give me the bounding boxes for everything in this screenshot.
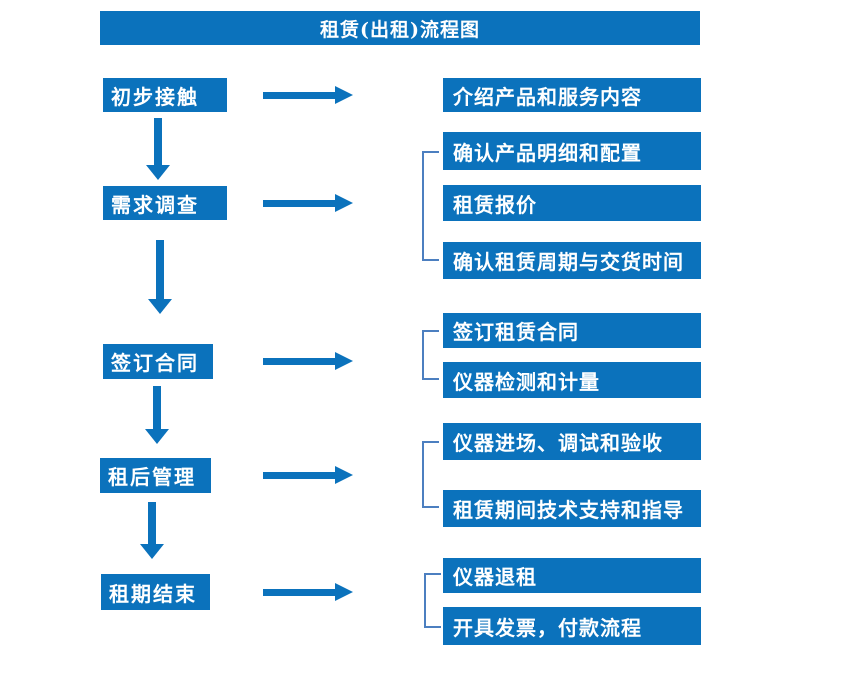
detail-box-instrument-entry-acceptance: 仪器进场、调试和验收 <box>443 423 701 460</box>
group-bracket-demand-survey <box>422 151 439 261</box>
down-arrow-head-icon <box>146 165 170 180</box>
detail-box-introduce-products: 介绍产品和服务内容 <box>443 78 701 112</box>
detail-box-invoice-payment: 开具发票，付款流程 <box>443 607 701 645</box>
right-arrow-head-icon <box>335 86 353 104</box>
right-arrow-shaft <box>263 357 335 365</box>
down-arrow-shaft <box>156 240 164 299</box>
step-box-sign-contract: 签订合同 <box>103 344 213 379</box>
down-arrow-head-icon <box>140 544 164 559</box>
detail-box-instrument-return: 仪器退租 <box>443 558 701 593</box>
right-arrow-head-icon <box>335 583 353 601</box>
group-bracket-sign-contract <box>422 330 439 380</box>
right-arrow-head-icon <box>335 194 353 212</box>
detail-box-technical-support: 租赁期间技术支持和指导 <box>443 490 701 527</box>
right-arrow-3 <box>263 352 353 370</box>
detail-box-confirm-period-delivery: 确认租赁周期与交货时间 <box>443 242 701 279</box>
down-arrow-shaft <box>153 386 161 429</box>
detail-box-rental-quote: 租赁报价 <box>443 185 701 221</box>
right-arrow-shaft <box>263 199 335 207</box>
right-arrow-5 <box>263 583 353 601</box>
down-arrow-3 <box>145 386 169 444</box>
right-arrow-head-icon <box>335 352 353 370</box>
right-arrow-2 <box>263 194 353 212</box>
step-box-demand-survey: 需求调查 <box>103 186 227 220</box>
right-arrow-head-icon <box>335 466 353 484</box>
step-box-post-rental-management: 租后管理 <box>100 458 211 493</box>
down-arrow-1 <box>146 118 170 180</box>
detail-box-instrument-inspection: 仪器检测和计量 <box>443 362 701 398</box>
right-arrow-shaft <box>263 91 335 99</box>
detail-box-sign-rental-contract: 签订租赁合同 <box>443 313 701 348</box>
step-box-rental-end: 租期结束 <box>101 574 210 610</box>
group-bracket-post-rental <box>422 441 439 508</box>
right-arrow-shaft <box>263 588 335 596</box>
detail-box-confirm-product-config: 确认产品明细和配置 <box>443 132 701 170</box>
right-arrow-1 <box>263 86 353 104</box>
down-arrow-shaft <box>148 502 156 544</box>
down-arrow-4 <box>140 502 164 559</box>
step-box-initial-contact: 初步接触 <box>103 78 227 112</box>
down-arrow-head-icon <box>148 299 172 314</box>
page-title: 租赁(出租)流程图 <box>320 18 480 41</box>
group-bracket-rental-end <box>424 573 441 628</box>
title-bar: 租赁(出租)流程图 <box>100 11 700 45</box>
right-arrow-shaft <box>263 471 335 479</box>
down-arrow-head-icon <box>145 429 169 444</box>
down-arrow-shaft <box>154 118 162 165</box>
down-arrow-2 <box>148 240 172 314</box>
right-arrow-4 <box>263 466 353 484</box>
